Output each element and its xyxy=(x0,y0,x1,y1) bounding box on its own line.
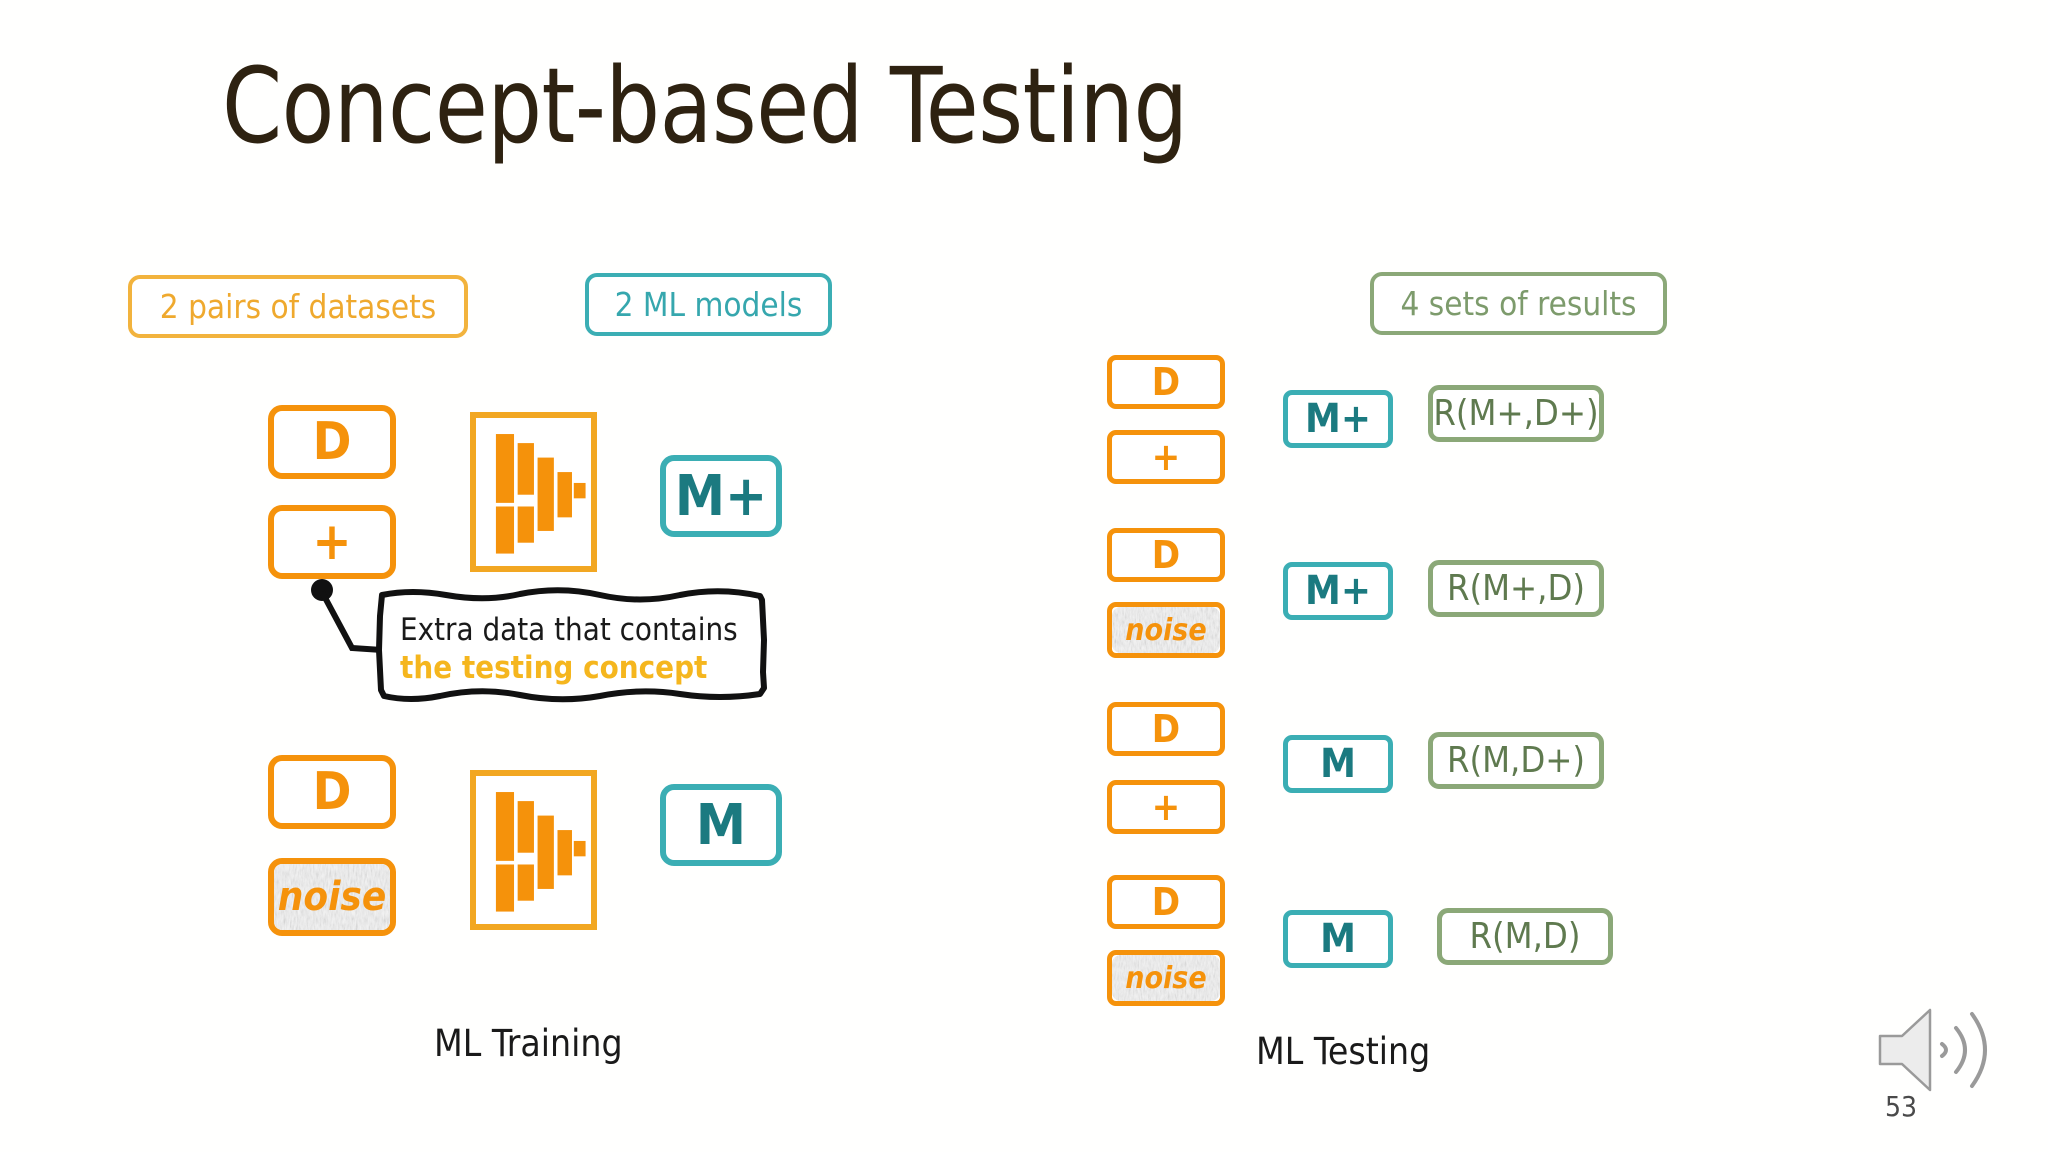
training-dataset-label-1: D xyxy=(312,412,352,472)
testing-dataset-label-4: D xyxy=(1151,880,1181,924)
training-caption: ML Training xyxy=(434,1022,623,1065)
speaker-volume-icon[interactable] xyxy=(1872,1000,2002,1100)
training-dataset-box-2: D xyxy=(268,755,396,829)
testing-model-box-3: M xyxy=(1283,735,1393,793)
training-dataset-label-2: D xyxy=(312,762,352,822)
training-model-box-1: M+ xyxy=(660,455,782,537)
testing-noise-box-4: noise xyxy=(1107,950,1225,1006)
training-modifier-label-1: + xyxy=(312,512,352,572)
page-title: Concept-based Testing xyxy=(222,45,1188,167)
callout-leader-line xyxy=(319,590,383,653)
testing-model-label-3: M xyxy=(1320,741,1356,787)
testing-caption: ML Testing xyxy=(1256,1030,1431,1073)
training-model-label-2: M xyxy=(695,792,747,858)
bar-chart-icon xyxy=(470,412,597,572)
testing-modifier-box-3: + xyxy=(1107,780,1225,834)
noise-texture-r2 xyxy=(1112,607,1220,653)
training-model-label-1: M+ xyxy=(674,463,768,529)
testing-dataset-box-2: D xyxy=(1107,528,1225,582)
testing-noise-label-4: noise xyxy=(1125,960,1207,996)
testing-model-label-1: M+ xyxy=(1305,396,1371,442)
testing-dataset-box-4: D xyxy=(1107,875,1225,929)
noise-texture-r4 xyxy=(1112,955,1220,1001)
testing-result-box-2: R(M+,D) xyxy=(1428,560,1604,617)
testing-noise-label-2: noise xyxy=(1125,612,1207,648)
testing-model-label-4: M xyxy=(1320,916,1356,962)
training-model-box-2: M xyxy=(660,784,782,866)
testing-model-box-4: M xyxy=(1283,910,1393,968)
testing-noise-box-2: noise xyxy=(1107,602,1225,658)
testing-model-label-2: M+ xyxy=(1305,568,1371,614)
callout-anchor-dot xyxy=(311,579,333,601)
testing-model-box-1: M+ xyxy=(1283,390,1393,448)
legend-pill-models: 2 ML models xyxy=(585,273,832,336)
testing-dataset-box-3: D xyxy=(1107,702,1225,756)
legend-pill-results-label: 4 sets of results xyxy=(1400,284,1637,323)
testing-dataset-box-1: D xyxy=(1107,355,1225,409)
training-modifier-box-1: + xyxy=(268,505,396,579)
testing-result-box-1: R(M+,D+) xyxy=(1428,385,1604,442)
legend-pill-datasets-label: 2 pairs of datasets xyxy=(159,287,437,326)
legend-pill-models-label: 2 ML models xyxy=(614,285,803,324)
testing-result-label-1: R(M+,D+) xyxy=(1433,393,1599,434)
testing-modifier-label-3: + xyxy=(1151,785,1181,829)
training-dataset-box-1: D xyxy=(268,405,396,479)
bar-chart-icon-2 xyxy=(470,770,597,930)
legend-pill-results: 4 sets of results xyxy=(1370,272,1667,335)
testing-result-label-4: R(M,D) xyxy=(1469,916,1581,957)
callout-text-block: Extra data that contains the testing con… xyxy=(400,612,760,688)
training-noise-label-2: noise xyxy=(277,874,387,920)
testing-dataset-label-1: D xyxy=(1151,360,1181,404)
testing-result-box-3: R(M,D+) xyxy=(1428,732,1604,789)
noise-texture-2 xyxy=(274,864,390,930)
testing-modifier-box-1: + xyxy=(1107,430,1225,484)
legend-pill-datasets: 2 pairs of datasets xyxy=(128,275,468,338)
callout-line-1: Extra data that contains xyxy=(400,612,738,648)
testing-result-box-4: R(M,D) xyxy=(1437,908,1613,965)
testing-dataset-label-2: D xyxy=(1151,533,1181,577)
testing-model-box-2: M+ xyxy=(1283,562,1393,620)
testing-result-label-3: R(M,D+) xyxy=(1446,740,1586,781)
testing-modifier-label-1: + xyxy=(1151,435,1181,479)
testing-result-label-2: R(M+,D) xyxy=(1446,568,1586,609)
testing-dataset-label-3: D xyxy=(1151,707,1181,751)
training-noise-box-2: noise xyxy=(268,858,396,936)
callout-line-2: the testing concept xyxy=(400,649,708,686)
page-number: 53 xyxy=(1885,1090,1918,1123)
